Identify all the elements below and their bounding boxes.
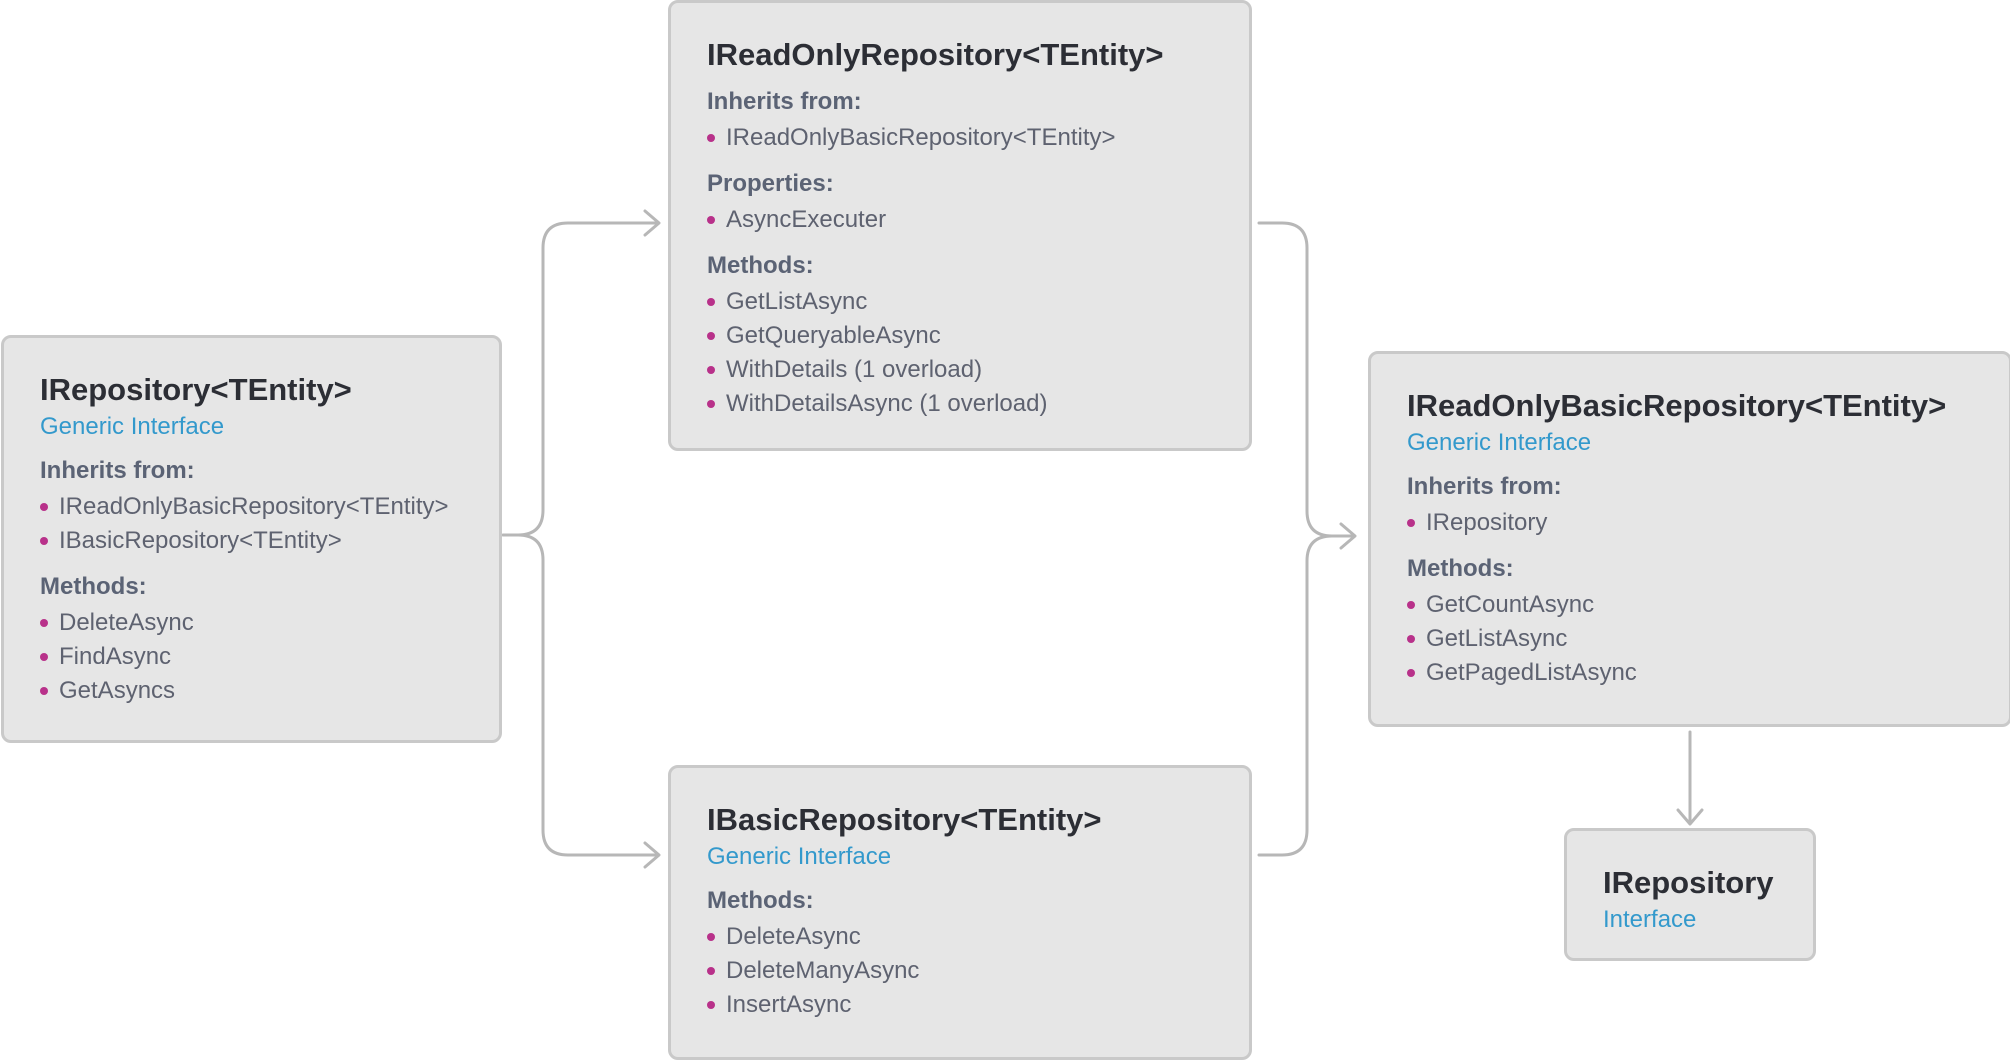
node-title: IRepository<TEntity>: [40, 372, 352, 407]
bullet-icon: [707, 1001, 715, 1009]
inherits-label: Inherits from:: [707, 88, 862, 115]
list-item: GetCountAsync: [1407, 588, 1973, 622]
methods-label: Methods:: [707, 887, 814, 914]
item-text: InsertAsync: [726, 991, 852, 1018]
list-item: AsyncExecuter: [707, 203, 1213, 237]
item-text: IBasicRepository<TEntity>: [59, 527, 342, 554]
node-ireadonly-basic-repository: IReadOnlyBasicRepository<TEntity> Generi…: [1368, 351, 2010, 727]
bullet-icon: [1407, 669, 1415, 677]
item-text: IRepository: [1426, 509, 1548, 536]
item-text: IReadOnlyBasicRepository<TEntity>: [726, 124, 1116, 151]
bullet-icon: [707, 400, 715, 408]
bullet-icon: [707, 967, 715, 975]
methods-list: GetCountAsync GetListAsync GetPagedListA…: [1407, 588, 1973, 690]
arrowhead-ireadonlybasic: [1339, 522, 1357, 550]
list-item: DeleteAsync: [707, 920, 1213, 954]
item-text: GetCountAsync: [1426, 591, 1595, 618]
bullet-icon: [1407, 519, 1415, 527]
node-title: IRepository: [1603, 865, 1774, 900]
bullet-icon: [40, 653, 48, 661]
list-item: IRepository: [1407, 506, 1973, 540]
arrowhead-ireadonlyrepository: [643, 209, 661, 237]
item-text: GetAsyncs: [59, 677, 176, 704]
list-item: GetListAsync: [707, 285, 1213, 319]
bullet-icon: [40, 619, 48, 627]
bullet-icon: [1407, 635, 1415, 643]
list-item: DeleteAsync: [40, 606, 463, 640]
item-text: AsyncExecuter: [726, 206, 887, 233]
list-item: WithDetails (1 overload): [707, 353, 1213, 387]
methods-list: DeleteAsync DeleteManyAsync InsertAsync: [707, 920, 1213, 1022]
node-kind: Interface: [1603, 906, 1697, 933]
methods-list: DeleteAsync FindAsync GetAsyncs: [40, 606, 463, 708]
list-item: IReadOnlyBasicRepository<TEntity>: [40, 490, 463, 524]
node-ibasic-repository: IBasicRepository<TEntity> Generic Interf…: [668, 765, 1252, 1060]
bullet-icon: [707, 366, 715, 374]
item-text: DeleteAsync: [726, 923, 861, 950]
bullet-icon: [707, 134, 715, 142]
item-text: DeleteManyAsync: [726, 957, 920, 984]
node-irepository: IRepository Interface: [1564, 828, 1816, 961]
list-item: InsertAsync: [707, 988, 1213, 1022]
edge-ibasicrepository-to-ireadonlybasic: [1257, 534, 1354, 857]
methods-label: Methods:: [40, 573, 147, 600]
item-text: WithDetailsAsync (1 overload): [726, 390, 1048, 417]
list-item: GetQueryableAsync: [707, 319, 1213, 353]
node-title: IBasicRepository<TEntity>: [707, 802, 1102, 837]
list-item: GetListAsync: [1407, 622, 1973, 656]
item-text: GetListAsync: [726, 288, 868, 315]
arrowhead-ibasicrepository: [643, 841, 661, 869]
bullet-icon: [707, 332, 715, 340]
list-item: DeleteManyAsync: [707, 954, 1213, 988]
node-kind: Generic Interface: [707, 843, 892, 870]
list-item: IReadOnlyBasicRepository<TEntity>: [707, 121, 1213, 155]
methods-label: Methods:: [1407, 555, 1514, 582]
bullet-icon: [707, 216, 715, 224]
inherits-list: IReadOnlyBasicRepository<TEntity>: [707, 121, 1213, 155]
list-item: FindAsync: [40, 640, 463, 674]
item-text: GetQueryableAsync: [726, 322, 941, 349]
inherits-list: IReadOnlyBasicRepository<TEntity> IBasic…: [40, 490, 463, 558]
list-item: GetAsyncs: [40, 674, 463, 708]
inherits-list: IRepository: [1407, 506, 1973, 540]
properties-label: Properties:: [707, 170, 834, 197]
inherits-label: Inherits from:: [1407, 473, 1562, 500]
bullet-icon: [40, 503, 48, 511]
bullet-icon: [40, 687, 48, 695]
methods-list: GetListAsync GetQueryableAsync WithDetai…: [707, 285, 1213, 421]
item-text: DeleteAsync: [59, 609, 194, 636]
list-item: IBasicRepository<TEntity>: [40, 524, 463, 558]
node-ireadonly-repository: IReadOnlyRepository<TEntity> Inherits fr…: [668, 0, 1252, 451]
node-kind: Generic Interface: [40, 413, 225, 440]
item-text: FindAsync: [59, 643, 172, 670]
node-kind: Generic Interface: [1407, 429, 1592, 456]
bullet-icon: [707, 298, 715, 306]
methods-label: Methods:: [707, 252, 814, 279]
list-item: WithDetailsAsync (1 overload): [707, 387, 1213, 421]
node-title: IReadOnlyRepository<TEntity>: [707, 37, 1164, 72]
bullet-icon: [1407, 601, 1415, 609]
node-title: IReadOnlyBasicRepository<TEntity>: [1407, 388, 1947, 423]
inherits-label: Inherits from:: [40, 457, 195, 484]
edge-ireadonlyrepository-to-ireadonlybasic: [1257, 221, 1354, 538]
bullet-icon: [707, 933, 715, 941]
item-text: GetListAsync: [1426, 625, 1568, 652]
node-irepository-tentity: IRepository<TEntity> Generic Interface I…: [1, 335, 502, 743]
item-text: IReadOnlyBasicRepository<TEntity>: [59, 493, 449, 520]
edge-irepository-to-ireadonlyrepository: [501, 221, 659, 537]
list-item: GetPagedListAsync: [1407, 656, 1973, 690]
properties-list: AsyncExecuter: [707, 203, 1213, 237]
edge-irepository-to-ibasicrepository: [516, 533, 659, 857]
arrowhead-irepository: [1676, 808, 1704, 826]
bullet-icon: [40, 537, 48, 545]
item-text: GetPagedListAsync: [1426, 659, 1637, 686]
item-text: WithDetails (1 overload): [726, 356, 983, 383]
